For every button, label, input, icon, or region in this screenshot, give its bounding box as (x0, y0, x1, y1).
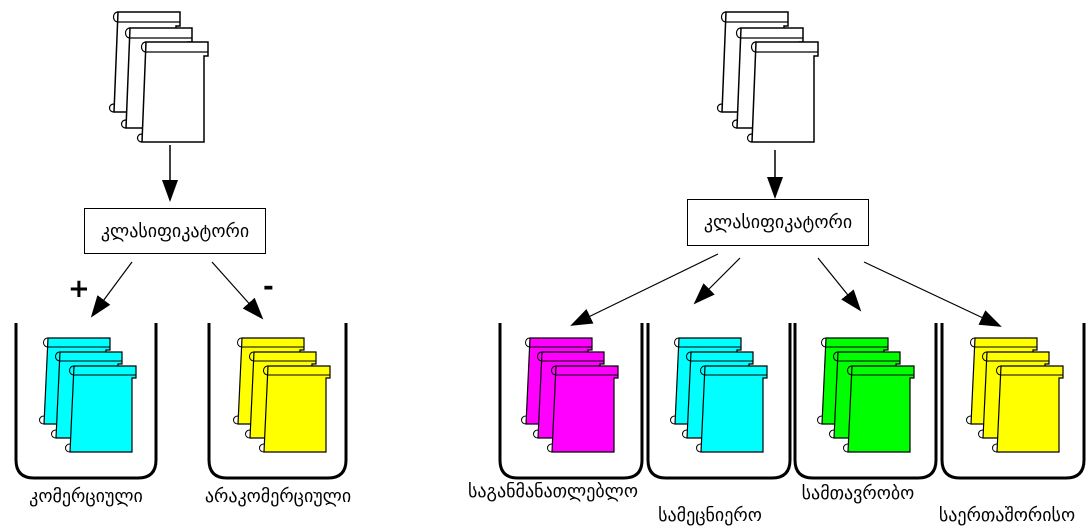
colored-document-stack (670, 337, 768, 453)
document-stack-left (108, 11, 209, 143)
document-icon (843, 365, 915, 453)
document-stack-right (716, 11, 819, 143)
bin-label-international: საერთაშორისო (938, 505, 1076, 526)
colored-document-stack (39, 337, 137, 453)
bin-scientific (646, 323, 792, 480)
bin-international (940, 323, 1086, 480)
arrow-to-bin-scientific (693, 257, 741, 305)
minus-sign: - (263, 272, 274, 302)
bin-label-educational: საგანმანათლებლო (468, 481, 638, 502)
bin-educational (498, 323, 644, 480)
classifier-label-right: კლასიფიკატორი (703, 212, 853, 233)
arrow-to-bin-international (863, 261, 1002, 327)
bin-noncommercial (207, 323, 348, 480)
document-icon (992, 365, 1064, 453)
bin-label-governmental: სამთავრობო (801, 483, 915, 504)
bin-commercial (14, 323, 158, 480)
document-icon (259, 365, 331, 453)
colored-document-stack (817, 337, 915, 453)
document-icon (136, 41, 209, 143)
colored-document-stack (966, 337, 1064, 453)
arrow-to-bin-educational (570, 253, 719, 326)
bin-label-scientific: სამეცნიერო (658, 505, 762, 526)
colored-document-stack (233, 337, 331, 453)
classifier-box-left: კლასიფიკატორი (84, 208, 266, 254)
plus-sign: + (68, 274, 90, 304)
document-icon (547, 365, 619, 453)
arrow-to-bin-governmental (817, 257, 862, 312)
classifier-label-left: კლასიფიკატორი (100, 220, 250, 242)
document-icon (746, 41, 819, 143)
bin-governmental (793, 323, 938, 480)
classifier-box-right: კლასიფიკატორი (687, 199, 869, 246)
document-icon (696, 365, 768, 453)
bin-label-noncommercial: არაკომერციული (204, 486, 352, 507)
arrow-to-bin-commercial (90, 261, 133, 318)
bin-label-commercial: კომერციული (29, 486, 143, 507)
document-icon (65, 365, 137, 453)
arrow-to-bin-noncommercial (211, 261, 264, 320)
colored-document-stack (521, 337, 619, 453)
